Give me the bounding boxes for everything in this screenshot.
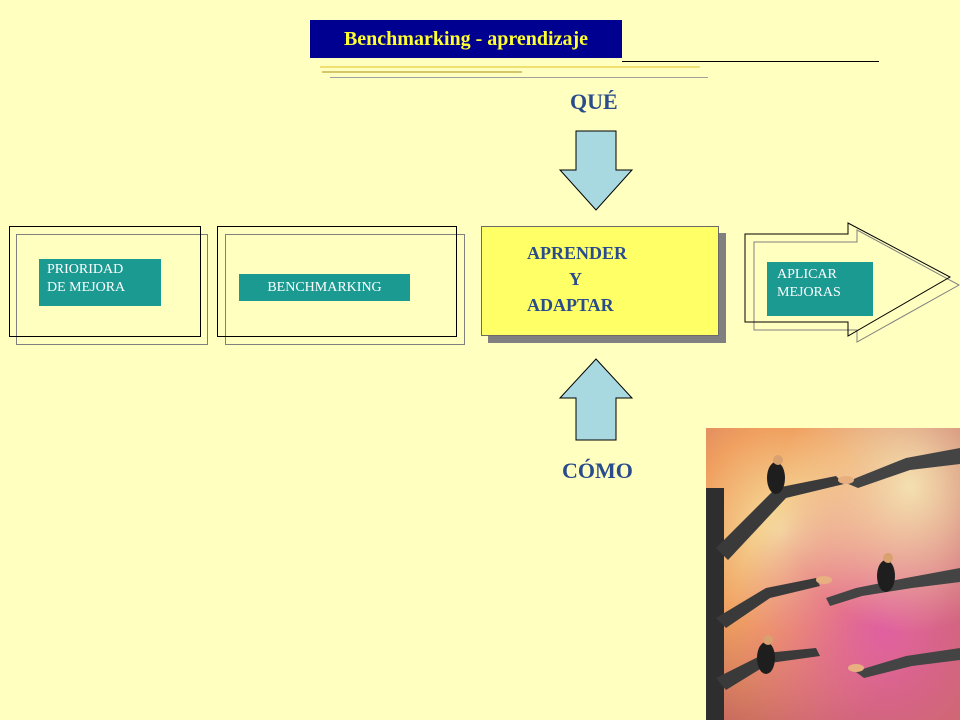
step-2-frame-back bbox=[225, 234, 465, 345]
step-4-label-line-2: MEJORAS bbox=[777, 285, 841, 300]
page-title-text: Benchmarking - aprendizaje bbox=[343, 27, 589, 50]
illustration-svg bbox=[706, 428, 960, 720]
stairs-handshake-illustration bbox=[706, 428, 960, 720]
step-1-label-line-2: DE MEJORA bbox=[47, 280, 126, 295]
center-line-1: APRENDER bbox=[527, 243, 628, 263]
que-label: QUÉ bbox=[570, 89, 618, 114]
chevron-arrow-shape bbox=[744, 222, 960, 343]
arrow-up-icon bbox=[558, 358, 634, 441]
step-2-frame bbox=[217, 226, 457, 337]
step-2-label: BENCHMARKING bbox=[239, 274, 410, 301]
arrow-down-icon bbox=[558, 130, 634, 211]
step-1-frame bbox=[9, 226, 201, 337]
step-1-label: PRIORIDAD DE MEJORA bbox=[39, 259, 161, 306]
center-line-2: Y bbox=[569, 269, 582, 289]
title-underline bbox=[622, 61, 879, 62]
step-4-label-line-1: APLICAR bbox=[777, 267, 837, 282]
decorative-line-1 bbox=[320, 66, 700, 68]
page-title: Benchmarking - aprendizaje bbox=[310, 20, 622, 58]
decorative-line-2 bbox=[322, 71, 522, 73]
step-2-label-text: BENCHMARKING bbox=[267, 279, 382, 295]
step-1-label-line-1: PRIORIDAD bbox=[47, 262, 124, 277]
center-line-3: ADAPTAR bbox=[527, 295, 614, 315]
decorative-line-3 bbox=[330, 77, 708, 78]
center-box bbox=[481, 226, 719, 336]
step-1-frame-back bbox=[16, 234, 208, 345]
como-label: CÓMO bbox=[562, 458, 633, 483]
step-4-label: APLICAR MEJORAS bbox=[767, 262, 873, 316]
